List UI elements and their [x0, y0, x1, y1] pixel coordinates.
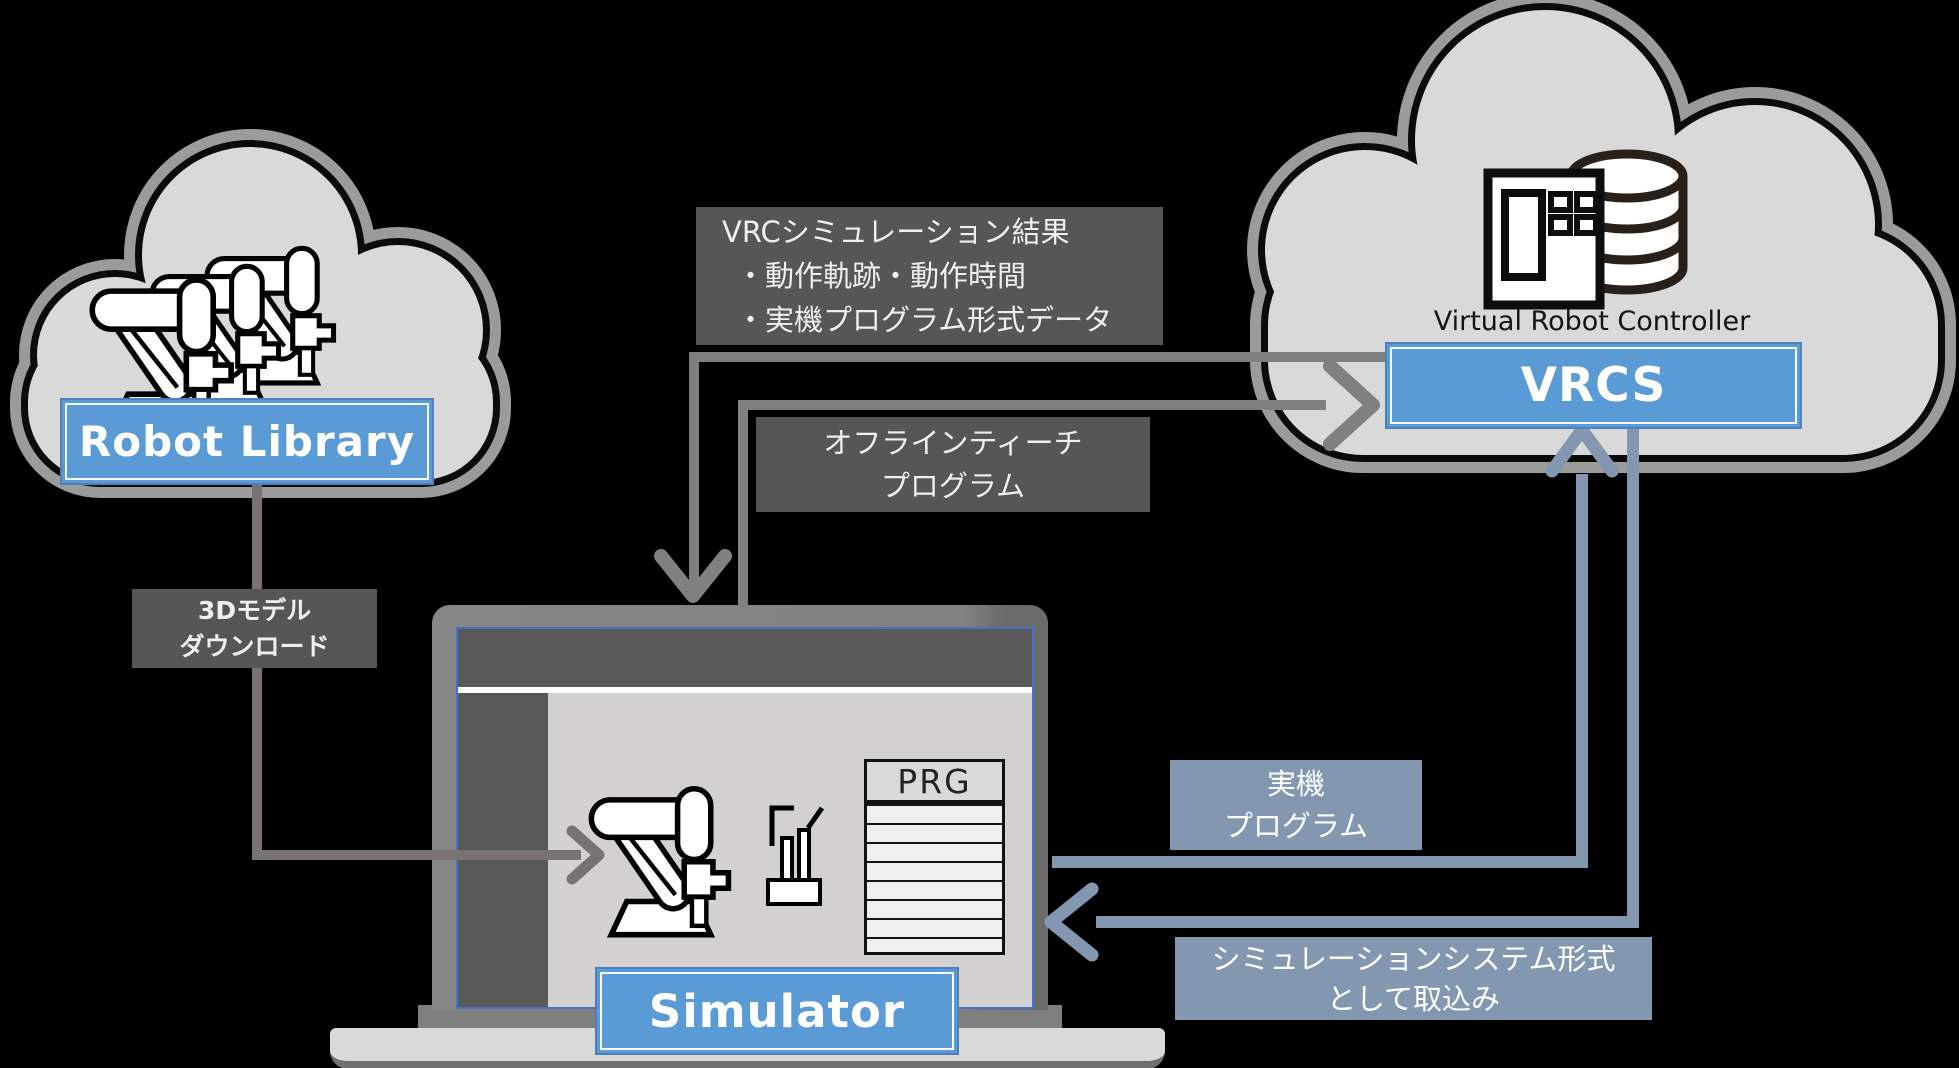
vrc-result-line3: ・実機プログラム形式データ: [736, 303, 1113, 337]
download-label: 3Dモデル ダウンロード: [132, 589, 377, 668]
download-label-line2: ダウンロード: [179, 631, 330, 661]
real-program-arrow: [1052, 423, 1619, 868]
simulator-label: Simulator: [648, 984, 906, 1038]
vrc-result-line1: VRCシミュレーション結果: [722, 215, 1070, 249]
import-label-line1: シミュレーションシステム形式: [1211, 941, 1616, 976]
real-program-line1: 実機: [1266, 767, 1325, 801]
real-program-line2: プログラム: [1223, 809, 1369, 843]
prg-document-title: PRG: [867, 762, 1002, 804]
prg-document-lines: [867, 804, 1002, 952]
fixture-icon: [766, 805, 824, 906]
offline-teach-line2: プログラム: [880, 468, 1026, 503]
import-label-line2: として取込み: [1326, 981, 1501, 1016]
real-program-label: 実機 プログラム: [1170, 760, 1422, 850]
vrc-result-arrow: [654, 352, 1385, 603]
offline-teach-label: オフラインティーチ プログラム: [756, 417, 1150, 512]
offline-teach-arrow: [738, 359, 1380, 608]
vrc-result-label: VRCシミュレーション結果 ・動作軌跡・動作時間 ・実機プログラム形式データ: [696, 207, 1163, 345]
import-label: シミュレーションシステム形式 として取込み: [1175, 937, 1652, 1020]
robot-library-label: Robot Library: [78, 417, 416, 466]
download-arrow: [252, 481, 605, 885]
prg-document: PRG: [864, 759, 1005, 955]
simulator-box: Simulator: [595, 967, 959, 1055]
robot-library-box: Robot Library: [60, 398, 434, 485]
import-arrow: [1044, 425, 1639, 962]
vrcs-label: VRCS: [1520, 358, 1667, 413]
vrcs-box: VRCS: [1385, 342, 1802, 429]
screen-divider: [458, 687, 1032, 693]
download-label-line1: 3Dモデル: [197, 595, 312, 625]
controller-panel-icon: [1483, 168, 1605, 310]
offline-teach-line1: オフラインティーチ: [823, 425, 1083, 460]
vrc-caption: Virtual Robot Controller: [1433, 306, 1751, 337]
screen-titlebar: [458, 629, 1032, 687]
vrc-result-line2: ・動作軌跡・動作時間: [736, 259, 1027, 293]
